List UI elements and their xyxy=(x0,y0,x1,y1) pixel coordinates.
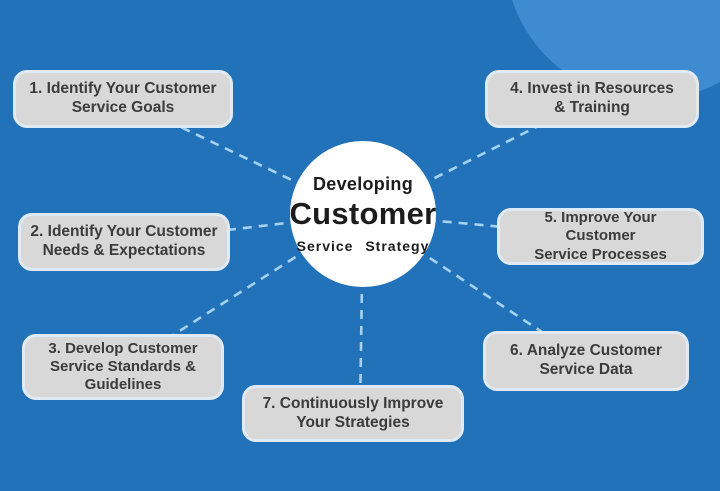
center-title-line1: Developing xyxy=(312,174,413,194)
step-box-1-identify-service-goals: 1. Identify Your Customer Service Goals xyxy=(13,70,233,128)
center-title-circle: Developing Customer Service Strategy xyxy=(289,141,437,287)
center-title-line3: Service Strategy xyxy=(296,238,430,254)
step-box-2-identify-needs-expectations: 2. Identify Your Customer Needs & Expect… xyxy=(18,213,230,271)
step-box-7-continuously-improve-strategies: 7. Continuously Improve Your Strategies xyxy=(242,385,464,442)
step-box-4-invest-resources-training: 4. Invest in Resources & Training xyxy=(485,70,699,128)
step-box-5-improve-service-processes: 5. Improve Your Customer Service Process… xyxy=(497,208,704,265)
step-box-3-develop-standards-guidelines: 3. Develop Customer Service Standards & … xyxy=(22,334,224,400)
center-title-line2: Customer xyxy=(289,196,437,231)
connector-line-step6 xyxy=(362,212,587,363)
step-box-6-analyze-service-data: 6. Analyze Customer Service Data xyxy=(483,331,689,391)
connector-line-step1 xyxy=(123,98,364,216)
